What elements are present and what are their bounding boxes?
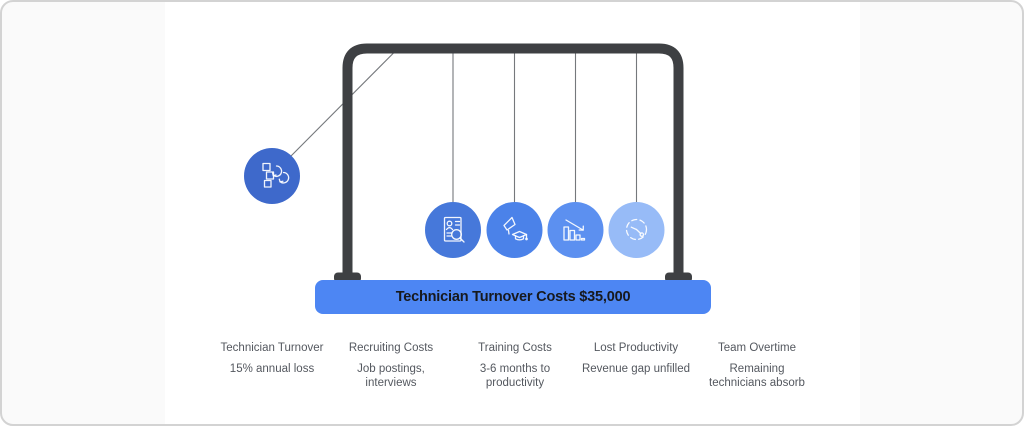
column-subtitle: 3-6 months to productivity	[479, 363, 551, 389]
column-title: Training Costs	[478, 342, 552, 354]
cradle-frame	[342, 43, 684, 278]
column-lost-productivity: Lost Productivity Revenue gap unfilled	[561, 341, 711, 377]
column-title: Recruiting Costs	[348, 342, 434, 354]
column-recruiting-costs: Recruiting Costs Job postings, interview…	[316, 341, 466, 390]
column-technician-turnover: Technician Turnover 15% annual loss	[197, 341, 347, 377]
ball-circle	[425, 202, 481, 258]
column-title: Technician Turnover	[220, 342, 324, 354]
ball-circle	[486, 202, 543, 258]
column-subtitle: Remaining technicians absorb	[709, 363, 805, 389]
column-training-costs: Training Costs 3-6 months to productivit…	[440, 341, 590, 390]
megaphone-graduation-icon	[503, 216, 528, 241]
declining-bars-icon	[563, 219, 586, 241]
column-subtitle: Revenue gap unfilled	[581, 363, 691, 375]
resume-search-icon	[443, 216, 465, 243]
column-subtitle: Job postings, interviews	[357, 363, 425, 389]
process-cycle-icon	[262, 162, 290, 188]
column-title: Lost Productivity	[593, 342, 679, 354]
column-title: Team Overtime	[718, 342, 796, 354]
ball-training-costs	[486, 202, 543, 258]
ball-lost-productivity	[547, 202, 604, 258]
headline-text: Technician Turnover Costs $35,000	[395, 289, 631, 305]
ball-recruiting-costs	[425, 202, 481, 258]
column-subtitle: 15% annual loss	[229, 363, 315, 375]
clock-icon	[625, 218, 648, 241]
ball-team-overtime	[608, 202, 665, 258]
ball-circle	[547, 202, 604, 258]
column-team-overtime: Team Overtime Remaining technicians abso…	[682, 341, 832, 390]
headline-bar: Technician Turnover Costs $35,000	[315, 280, 711, 314]
ball-circle	[244, 148, 300, 204]
ball-technician-turnover	[244, 148, 300, 204]
